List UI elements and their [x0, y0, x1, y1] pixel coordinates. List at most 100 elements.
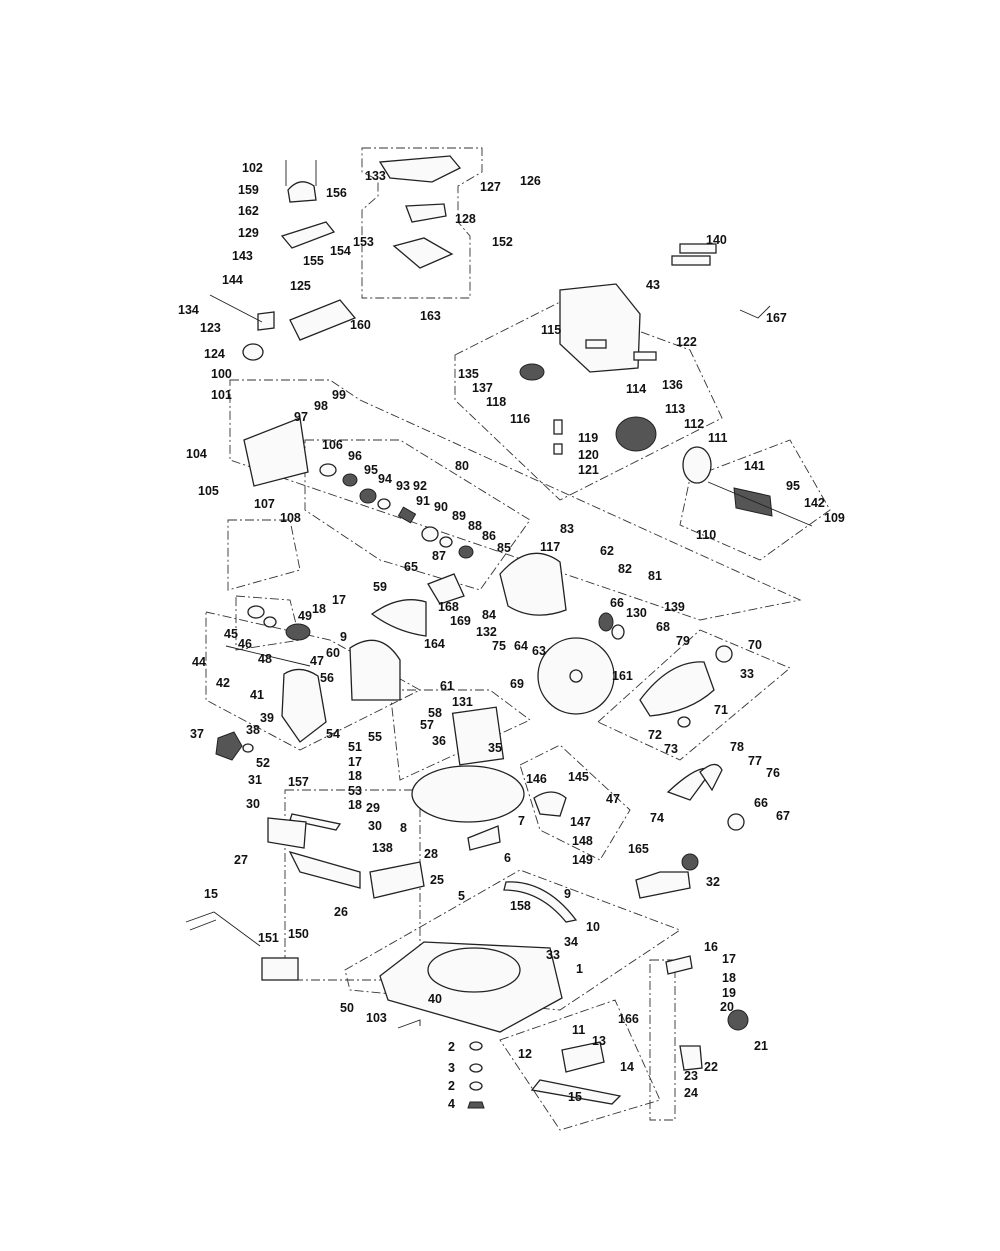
part-label: 9	[340, 630, 347, 644]
part-shapes	[185, 155, 813, 1109]
part-label: 106	[322, 438, 343, 452]
part-label: 168	[438, 600, 459, 614]
part-label: 3	[448, 1061, 455, 1075]
part-label: 124	[204, 347, 225, 361]
part-label: 1	[576, 962, 583, 976]
part-label: 37	[190, 727, 204, 741]
part-label: 35	[488, 741, 502, 755]
part-label: 77	[748, 754, 762, 768]
part-label: 110	[696, 528, 716, 542]
part-label: 136	[662, 378, 683, 392]
part-label: 86	[482, 529, 496, 543]
callout-labels: 102 159 156 162 129 154 153 155 143 144 …	[178, 161, 845, 1111]
part-label: 73	[664, 742, 678, 756]
part-label: 66	[754, 796, 768, 810]
part-label: 14	[620, 1060, 634, 1074]
part-label: 151	[258, 931, 279, 945]
part-label: 56	[320, 671, 334, 685]
part-label: 152	[492, 235, 513, 249]
part-label: 107	[254, 497, 275, 511]
part-label: 55	[368, 730, 382, 744]
part-label: 132	[476, 625, 497, 639]
part-label: 143	[232, 249, 253, 263]
part-label: 109	[824, 511, 845, 525]
part-label: 91	[416, 494, 430, 508]
part-label: 94	[378, 472, 392, 486]
part-label: 141	[744, 459, 765, 473]
part-label: 47	[310, 654, 324, 668]
part-label: 4	[448, 1097, 455, 1111]
part-label: 111	[708, 431, 728, 445]
part-label: 53	[348, 784, 362, 798]
part-label: 149	[572, 853, 593, 867]
part-label: 159	[238, 183, 259, 197]
part-label: 57	[420, 718, 434, 732]
part-label: 46	[238, 637, 252, 651]
part-label: 19	[722, 986, 736, 1000]
part-label: 52	[256, 756, 270, 770]
part-label: 114	[626, 382, 646, 396]
part-label: 103	[366, 1011, 387, 1025]
part-label: 138	[372, 841, 393, 855]
part-label: 117	[540, 540, 560, 554]
part-label: 72	[648, 728, 662, 742]
part-label: 101	[211, 388, 232, 402]
part-label: 133	[365, 169, 386, 183]
part-label: 16	[704, 940, 718, 954]
part-label: 38	[246, 723, 260, 737]
part-label: 62	[600, 544, 614, 558]
part-label: 153	[353, 235, 374, 249]
part-label: 64	[514, 639, 528, 653]
part-label: 127	[480, 180, 501, 194]
part-label: 18	[348, 769, 362, 783]
part-label: 63	[532, 644, 546, 658]
part-label: 145	[568, 770, 589, 784]
part-label: 131	[452, 695, 473, 709]
part-label: 24	[684, 1086, 698, 1100]
part-label: 99	[332, 388, 346, 402]
part-label: 18	[348, 798, 362, 812]
part-label: 68	[656, 620, 670, 634]
part-label: 23	[684, 1069, 698, 1083]
part-label: 65	[404, 560, 418, 574]
part-label: 2	[448, 1079, 455, 1093]
part-label: 13	[592, 1034, 606, 1048]
part-label: 123	[200, 321, 221, 335]
part-label: 166	[618, 1012, 639, 1026]
part-label: 108	[280, 511, 301, 525]
part-label: 18	[722, 971, 736, 985]
part-label: 51	[348, 740, 362, 754]
part-label: 90	[434, 500, 448, 514]
part-label: 49	[298, 609, 312, 623]
part-label: 48	[258, 652, 272, 666]
part-label: 140	[706, 233, 727, 247]
part-label: 83	[560, 522, 574, 536]
part-label: 50	[340, 1001, 354, 1015]
part-label: 45	[224, 627, 238, 641]
part-label: 128	[455, 212, 476, 226]
part-label: 134	[178, 303, 199, 317]
part-label: 163	[420, 309, 441, 323]
part-label: 104	[186, 447, 207, 461]
part-label: 130	[626, 606, 647, 620]
part-label: 120	[578, 448, 599, 462]
part-label: 113	[665, 402, 685, 416]
part-label: 43	[646, 278, 660, 292]
part-label: 148	[572, 834, 593, 848]
part-label: 67	[776, 809, 790, 823]
part-label: 33	[740, 667, 754, 681]
part-label: 164	[424, 637, 445, 651]
part-label: 39	[260, 711, 274, 725]
part-label: 167	[766, 311, 787, 325]
part-label: 47	[606, 792, 620, 806]
part-label: 95	[364, 463, 378, 477]
part-label: 17	[722, 952, 736, 966]
part-label: 162	[238, 204, 259, 218]
part-label: 169	[450, 614, 471, 628]
part-label: 71	[714, 703, 728, 717]
part-label: 7	[518, 814, 525, 828]
part-label: 6	[504, 851, 511, 865]
part-label: 105	[198, 484, 219, 498]
part-label: 41	[250, 688, 264, 702]
